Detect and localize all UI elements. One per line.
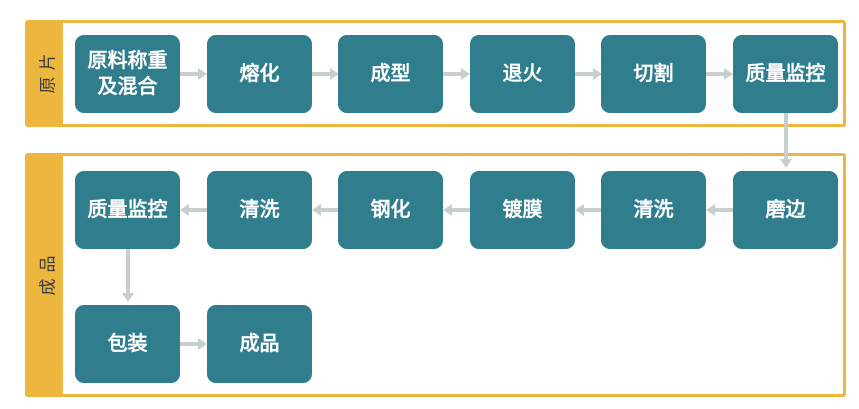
arrow-shaft — [706, 72, 726, 76]
arrow-right-icon — [443, 68, 470, 80]
arrow-shaft — [784, 113, 788, 161]
arrow-head — [575, 204, 584, 216]
arrow-head — [330, 68, 339, 80]
process-box-finished-product: 成品 — [207, 305, 312, 383]
process-box-washing-1: 清洗 — [601, 171, 706, 249]
arrow-left-icon — [575, 204, 602, 216]
arrow-head — [780, 159, 792, 168]
arrow-shaft — [180, 72, 200, 76]
arrow-right-icon — [312, 68, 339, 80]
section-finished-product-label: 成品 — [38, 249, 57, 295]
arrow-left-icon — [180, 204, 207, 216]
process-box-annealing: 退火 — [470, 35, 575, 113]
arrow-right-icon — [180, 68, 207, 80]
process-box-quality-control-2: 质量监控 — [75, 171, 180, 249]
arrow-shaft — [575, 72, 595, 76]
section-raw-glass-frame: 原片 — [25, 20, 846, 127]
process-box-packaging: 包装 — [75, 305, 180, 383]
arrow-head — [180, 204, 189, 216]
arrow-shaft — [312, 72, 332, 76]
arrow-shaft — [187, 208, 207, 212]
arrow-head — [724, 68, 733, 80]
arrow-right-icon — [706, 68, 733, 80]
arrow-head — [198, 338, 207, 350]
process-box-melting: 熔化 — [207, 35, 312, 113]
process-box-edging: 磨边 — [733, 171, 838, 249]
arrow-shaft — [319, 208, 339, 212]
arrow-left-icon — [706, 204, 733, 216]
arrow-shaft — [582, 208, 602, 212]
arrow-head — [122, 293, 134, 302]
arrow-left-icon — [312, 204, 339, 216]
arrow-shaft — [450, 208, 470, 212]
arrow-down-icon — [122, 249, 134, 302]
arrow-head — [443, 204, 452, 216]
section-raw-glass-label: 原片 — [38, 47, 57, 94]
arrow-head — [198, 68, 207, 80]
process-box-coating: 镀膜 — [470, 171, 575, 249]
arrow-down-icon — [780, 113, 792, 168]
process-box-quality-control-1: 质量监控 — [733, 35, 838, 113]
process-box-tempering: 钢化 — [338, 171, 443, 249]
arrow-right-icon — [575, 68, 602, 80]
process-box-forming: 成型 — [338, 35, 443, 113]
section-finished-product-sidebar: 成品 — [28, 156, 63, 394]
arrow-right-icon — [180, 338, 207, 350]
arrow-shaft — [713, 208, 733, 212]
process-box-washing-2: 清洗 — [207, 171, 312, 249]
arrow-head — [593, 68, 602, 80]
section-raw-glass-sidebar: 原片 — [28, 23, 63, 124]
process-box-cutting: 切割 — [601, 35, 706, 113]
process-box-weighing-mixing: 原料称重及混合 — [75, 35, 180, 113]
arrow-head — [312, 204, 321, 216]
section-finished-product-frame: 成品 — [25, 153, 846, 397]
arrow-shaft — [443, 72, 463, 76]
arrow-left-icon — [443, 204, 470, 216]
arrow-shaft — [126, 249, 130, 295]
arrow-head — [461, 68, 470, 80]
arrow-shaft — [180, 342, 200, 346]
arrow-head — [706, 204, 715, 216]
